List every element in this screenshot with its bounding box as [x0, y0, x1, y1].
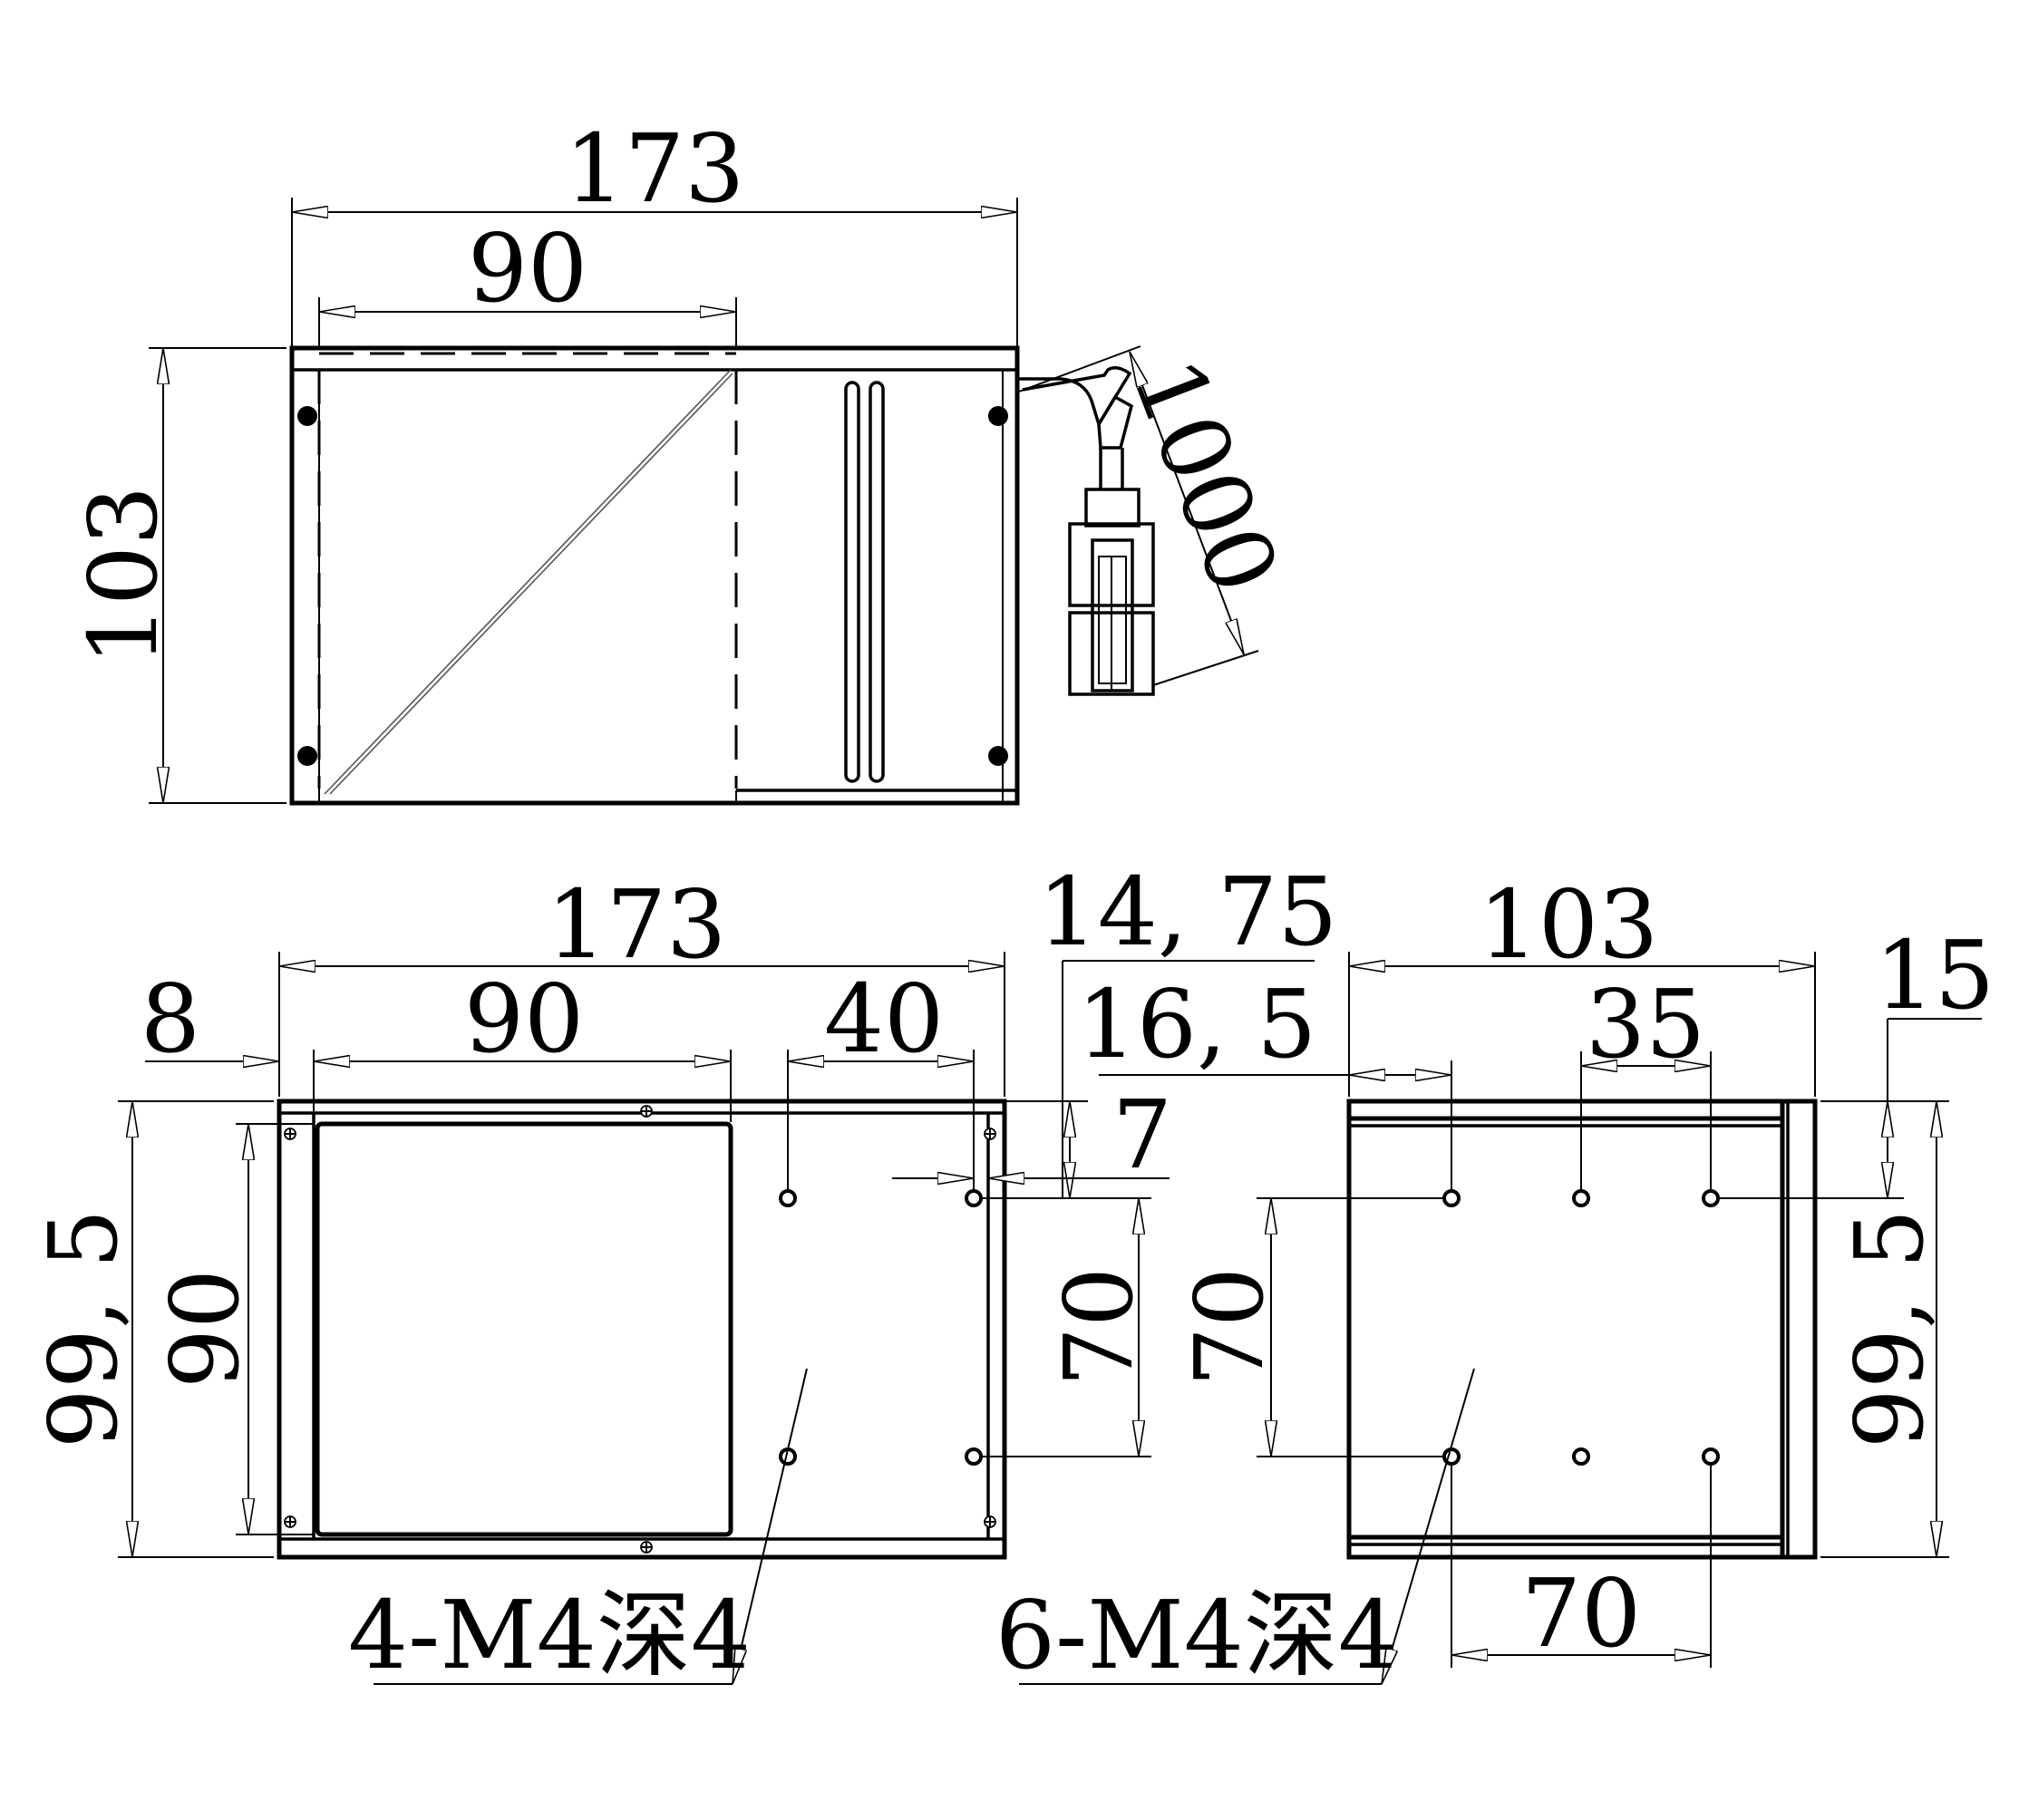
side-view: 103 16, 5 35 15 70 99, 5 70	[995, 869, 1995, 1690]
dim-label-70-bottom: 70	[1521, 1558, 1641, 1669]
mount-hole	[1702, 1189, 1720, 1207]
mount-hole	[1572, 1447, 1590, 1466]
dim-label-173: 173	[565, 113, 745, 224]
dim-label-70: 70	[1174, 1267, 1285, 1387]
cable	[1017, 366, 1132, 429]
mount-hole	[1572, 1189, 1590, 1207]
front-view: 173 8 90 40 14, 75 7 70 99, 5	[28, 857, 1337, 1690]
dim-label-35: 35	[1586, 969, 1705, 1079]
connector-neck	[1084, 488, 1141, 528]
dim-label-90-v: 90	[150, 1269, 260, 1389]
dim-label-99-5: 99, 5	[1834, 1209, 1945, 1449]
dim-label-90: 90	[464, 963, 584, 1074]
top-view-outline	[289, 345, 1020, 806]
mount-hole	[965, 1189, 983, 1207]
screw-dot	[297, 406, 317, 426]
dim-label-173: 173	[547, 869, 727, 980]
dim-label-16-5: 16, 5	[1077, 969, 1317, 1079]
cooling-slot-left	[844, 381, 860, 783]
cable-lower	[1097, 394, 1134, 450]
top-view: 173 90 103 1000	[68, 113, 1300, 806]
dim-label-90: 90	[468, 213, 587, 324]
dim-line-1000	[1129, 352, 1245, 654]
dim-label-8: 8	[141, 963, 200, 1074]
screw-dot	[988, 746, 1008, 766]
dim-label-15: 15	[1875, 920, 1995, 1031]
light-window	[315, 1121, 733, 1537]
dim-label-103: 103	[1479, 869, 1659, 980]
callout-leader	[732, 1368, 808, 1684]
ext-line	[1018, 345, 1141, 392]
hole-callout: 6-M4深4	[995, 1580, 1398, 1690]
front-view-outline	[277, 1099, 1007, 1560]
dim-label-7: 7	[1112, 1079, 1172, 1190]
mount-hole	[965, 1447, 983, 1466]
callout-leader	[1381, 1368, 1475, 1684]
dim-label-103: 103	[68, 486, 179, 666]
screw-dot	[988, 406, 1008, 426]
dim-label-70: 70	[1043, 1267, 1154, 1387]
mount-hole	[1442, 1189, 1461, 1207]
mount-hole	[779, 1189, 797, 1207]
window-diagonal-2	[329, 373, 733, 795]
mount-hole	[1702, 1447, 1720, 1466]
dim-label-1000: 1000	[1111, 344, 1300, 608]
cooling-slot-right	[869, 381, 885, 783]
screw-dot	[297, 746, 317, 766]
dim-label-14-75: 14, 75	[1038, 857, 1338, 967]
dim-label-40: 40	[824, 963, 944, 1074]
ext-line	[1152, 650, 1259, 686]
window-diagonal	[324, 369, 732, 795]
hole-callout: 4-M4深4	[348, 1580, 751, 1690]
screw-marks	[284, 1105, 996, 1554]
dim-label-99-5: 99, 5	[28, 1209, 139, 1449]
